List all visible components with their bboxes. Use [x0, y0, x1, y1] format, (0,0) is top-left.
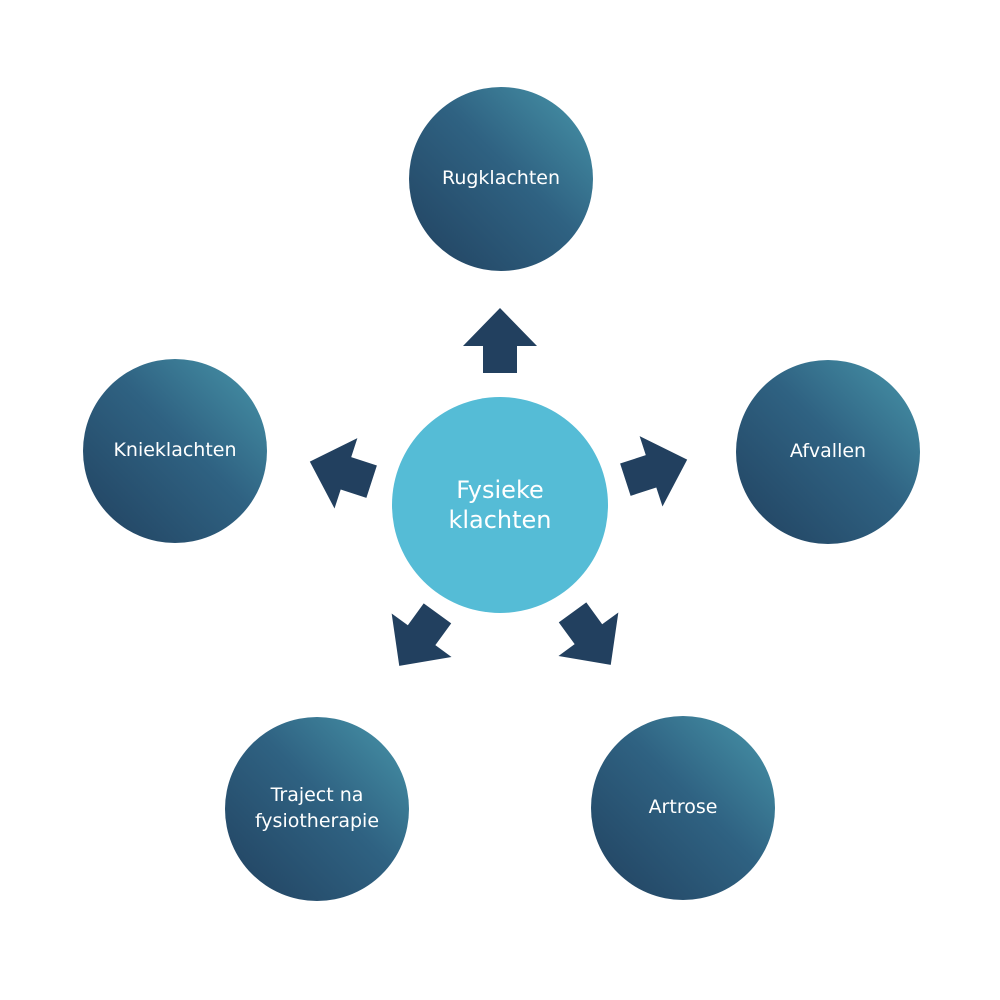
center-node: Fysieke klachten	[392, 397, 608, 613]
node-label: Traject na fysiotherapie	[254, 784, 380, 832]
node-traject-na-fysiotherapie: Traject na fysiotherapie	[225, 717, 409, 901]
node-afvallen: Afvallen	[736, 360, 920, 544]
arrow-to-rugklachten	[463, 308, 537, 373]
arrow-to-artrose	[558, 602, 619, 665]
node-rugklachten: Rugklachten	[409, 87, 593, 271]
arrow-to-knieklachten	[309, 438, 377, 509]
node-label: Knieklachten	[113, 439, 237, 462]
node-knieklachten: Knieklachten	[83, 359, 267, 543]
arrow-to-afvallen	[620, 436, 688, 507]
arrow-to-traject-na-fysiotherapie	[391, 603, 452, 666]
node-artrose: Artrose	[591, 716, 775, 900]
node-label: Afvallen	[789, 440, 867, 463]
center-label: Fysieke klachten	[448, 476, 552, 534]
node-label: Artrose	[648, 796, 718, 819]
node-label: Rugklachten	[441, 167, 561, 190]
